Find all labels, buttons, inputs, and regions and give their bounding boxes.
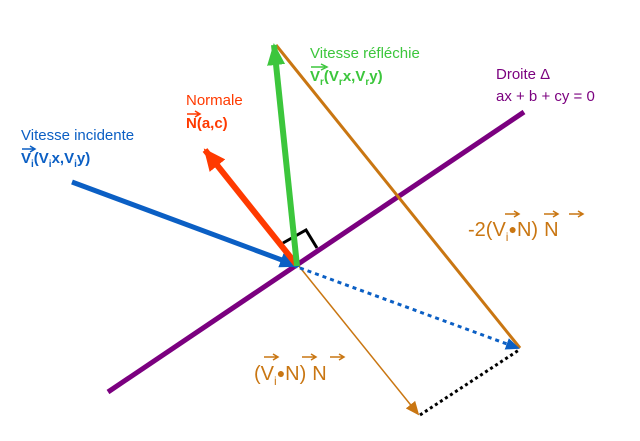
- dot-product-projection-vector: [297, 264, 420, 416]
- incident-vector-arrow-icon: [22, 145, 37, 153]
- reflected-sub1: r: [339, 77, 343, 88]
- normal-title: Normale: [186, 92, 243, 109]
- dot-n2: N: [312, 363, 326, 385]
- reflected-title: Vitesse réfléchie: [310, 45, 420, 62]
- minus-two-prefix: -2(: [468, 219, 493, 241]
- reflected-paren: (V: [324, 68, 339, 85]
- incident-sub1: i: [49, 159, 52, 170]
- reflected-vector-arrowhead-icon: [320, 63, 329, 71]
- incident-v: V: [21, 150, 31, 167]
- svg-text:-2(Vi●N)N: -2(Vi●N)N: [468, 219, 559, 244]
- dot-sub: i: [274, 374, 277, 388]
- minus-two-v-arrow-icon: [505, 210, 521, 218]
- reflected-velocity-vector: [267, 43, 300, 267]
- minus-two-sub: i: [506, 230, 509, 244]
- svg-text:Vr(Vrx,Vry): Vr(Vrx,Vry): [310, 68, 383, 88]
- dot-n: N: [285, 363, 299, 385]
- minus-two-n-arrow-icon: [544, 210, 560, 218]
- incident-end: y): [77, 150, 90, 167]
- dot-n-arrow-icon: [302, 353, 318, 361]
- reflected-end: y): [369, 68, 382, 85]
- minus-two-n2-arrow-icon: [569, 210, 585, 218]
- right-angle-marker: [282, 227, 319, 249]
- svg-text:(Vi●N)N: (Vi●N)N: [254, 363, 327, 388]
- line-delta: [106, 109, 526, 395]
- dot-close: ): [300, 363, 307, 385]
- incident-velocity-vector: [71, 179, 300, 269]
- dot-product-label: (Vi●N)N: [254, 353, 346, 388]
- minus-two-n2: N: [544, 219, 558, 241]
- reflected-sub2: r: [365, 77, 369, 88]
- minus-two-dot: ●: [508, 221, 516, 237]
- incident-title: Vitesse incidente: [21, 127, 134, 144]
- dot-n2-arrow-icon: [330, 353, 346, 361]
- incident-continuation-dotted: [299, 266, 520, 350]
- normal-vector-text: N(a,c): [186, 115, 228, 132]
- incident-vector-label: Vi(Vix,Viy): [21, 145, 90, 170]
- reflected-v: V: [310, 68, 320, 85]
- minus-two-n: N: [517, 219, 531, 241]
- normal-vector: [202, 148, 299, 266]
- dot-v: V: [261, 363, 275, 385]
- minus-two-close: ): [531, 219, 538, 241]
- line-title: Droite Δ: [496, 66, 550, 83]
- minus-two-v: V: [492, 219, 506, 241]
- dot-prefix: (: [254, 363, 261, 385]
- dot-dot: ●: [277, 365, 285, 381]
- reflected-v-sub: r: [320, 77, 324, 88]
- svg-text:Vi(Vix,Viy): Vi(Vix,Viy): [21, 150, 90, 170]
- dot-v-arrow-icon: [264, 353, 280, 361]
- minus-two-dot-product-label: -2(Vi●N)N: [468, 210, 585, 244]
- black-dotted-segment: [419, 348, 520, 417]
- minus-two-projection-side: [274, 44, 522, 349]
- reflected-vector-label: Vr(Vrx,Vry): [310, 63, 383, 88]
- incident-mid: x,V: [52, 150, 75, 167]
- incident-v-sub: i: [31, 159, 34, 170]
- normal-vector-arrow-icon: [187, 110, 202, 118]
- line-equation: ax + b + cy = 0: [496, 88, 595, 105]
- normal-vector-label: N(a,c): [186, 110, 228, 132]
- incident-sub2: i: [74, 159, 77, 170]
- incident-paren: (V: [34, 150, 49, 167]
- reflected-mid: x,V: [343, 68, 366, 85]
